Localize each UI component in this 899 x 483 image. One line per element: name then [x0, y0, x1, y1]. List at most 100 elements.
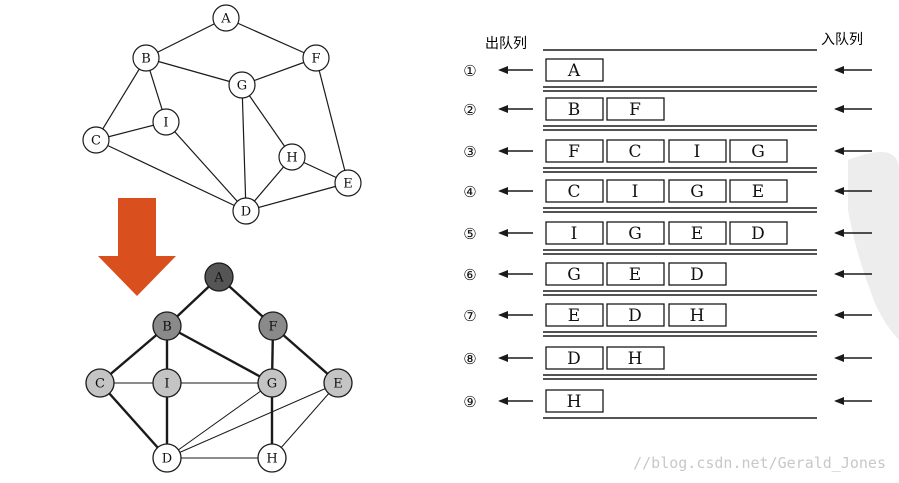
- queue-cell-label: D: [628, 306, 642, 326]
- dequeue-label: 出队列: [485, 36, 527, 52]
- bottom-node-label: B: [162, 320, 172, 335]
- dequeue-arrowhead-icon: [498, 270, 508, 278]
- queue-cell: [545, 97, 604, 121]
- queue-cell: [668, 221, 727, 245]
- watermark-text: //blog.csdn.net/Gerald_Jones: [633, 454, 886, 472]
- queue-cell: [668, 303, 727, 327]
- queue-cell-label: E: [629, 265, 641, 285]
- dequeue-arrowhead-icon: [498, 397, 508, 405]
- dequeue-arrowhead-icon: [498, 354, 508, 362]
- queue-cell: [606, 262, 665, 286]
- queue-cell-label: C: [628, 142, 641, 162]
- top-edge-G-H: [241, 84, 293, 158]
- top-edge-A-B: [145, 17, 227, 59]
- top-edge-B-C: [95, 57, 147, 141]
- top-node-label: E: [343, 177, 353, 192]
- top-node-label: D: [241, 205, 251, 220]
- step-label: ④: [463, 183, 476, 201]
- bottom-tree-edge-C-D: [99, 382, 168, 459]
- queue-cell-label: D: [690, 265, 704, 285]
- queue-cell-label: C: [567, 182, 580, 202]
- watermark-shape: [848, 152, 899, 340]
- bottom-edge-E-H: [271, 382, 339, 459]
- queue-cell-label: D: [567, 349, 581, 369]
- step-label: ⑨: [463, 393, 476, 411]
- bottom-node-label: I: [164, 377, 169, 392]
- queue-cell: [606, 179, 665, 203]
- queue-cell-label: E: [568, 306, 580, 326]
- bottom-node-label: F: [268, 320, 277, 335]
- top-node-label: A: [220, 12, 231, 27]
- top-edge-E-D: [245, 182, 349, 212]
- dequeue-arrowhead-icon: [498, 187, 508, 195]
- queue-cell-label: F: [568, 142, 580, 162]
- enqueue-arrowhead-icon: [834, 311, 844, 319]
- queue-cell: [545, 179, 604, 203]
- dequeue-arrowhead-icon: [498, 66, 508, 74]
- queue-cell-label: I: [694, 142, 701, 162]
- queue-cell-label: B: [568, 100, 581, 120]
- step-label: ③: [463, 143, 476, 161]
- top-node-F: [302, 44, 330, 72]
- queue-cell: [668, 179, 727, 203]
- bottom-node-B: [152, 311, 182, 341]
- queue-cell-label: F: [629, 100, 641, 120]
- queue-cell-label: H: [567, 392, 582, 412]
- bottom-node-C: [85, 368, 115, 398]
- top-edge-I-D: [165, 121, 247, 212]
- queue-cell-label: A: [567, 61, 581, 81]
- queue-cell: [606, 97, 665, 121]
- step-label: ⑤: [463, 225, 476, 243]
- bottom-node-E: [323, 368, 353, 398]
- top-node-label: B: [141, 52, 151, 67]
- top-edge-B-G: [145, 57, 243, 86]
- step-label: ⑧: [463, 350, 476, 368]
- queue-cell: [606, 139, 665, 163]
- bottom-node-label: E: [333, 377, 343, 392]
- dequeue-arrowhead-icon: [498, 311, 508, 319]
- bottom-node-label: D: [162, 452, 172, 467]
- queue-cell-label: I: [632, 182, 639, 202]
- top-edge-C-D: [95, 139, 247, 212]
- enqueue-arrowhead-icon: [834, 270, 844, 278]
- top-node-label: I: [163, 116, 168, 131]
- bottom-node-H: [257, 443, 287, 473]
- top-node-label: H: [286, 151, 297, 166]
- top-edge-G-D: [241, 84, 247, 212]
- enqueue-arrowhead-icon: [834, 397, 844, 405]
- queue-cell: [545, 346, 604, 370]
- queue-cell: [606, 303, 665, 327]
- top-node-B: [132, 44, 160, 72]
- queue-cell: [606, 221, 665, 245]
- queue-cell: [545, 139, 604, 163]
- step-label: ②: [463, 101, 476, 119]
- queue-cell: [729, 221, 788, 245]
- bottom-tree-edge-B-C: [99, 325, 168, 384]
- top-node-H: [278, 143, 306, 171]
- bottom-node-label: C: [95, 377, 105, 392]
- queue-cell-label: E: [752, 182, 764, 202]
- dequeue-arrowhead-icon: [498, 105, 508, 113]
- enqueue-arrowhead-icon: [834, 187, 844, 195]
- queue-cell: [729, 139, 788, 163]
- queue-cell-label: D: [751, 224, 765, 244]
- dequeue-arrowhead-icon: [498, 229, 508, 237]
- dequeue-arrowhead-icon: [498, 147, 508, 155]
- enqueue-label: 入队列: [821, 32, 863, 48]
- top-node-E: [334, 169, 362, 197]
- bottom-node-label: H: [266, 452, 277, 467]
- enqueue-arrowhead-icon: [834, 147, 844, 155]
- bottom-node-label: A: [213, 271, 224, 286]
- top-node-A: [212, 4, 240, 32]
- top-node-G: [228, 71, 256, 99]
- bottom-tree-edge-B-G: [166, 324, 273, 385]
- step-label: ①: [463, 62, 476, 80]
- queue-cell: [545, 58, 604, 82]
- queue-cell: [668, 139, 727, 163]
- top-node-label: C: [91, 134, 101, 149]
- down-arrow-icon: [98, 198, 176, 296]
